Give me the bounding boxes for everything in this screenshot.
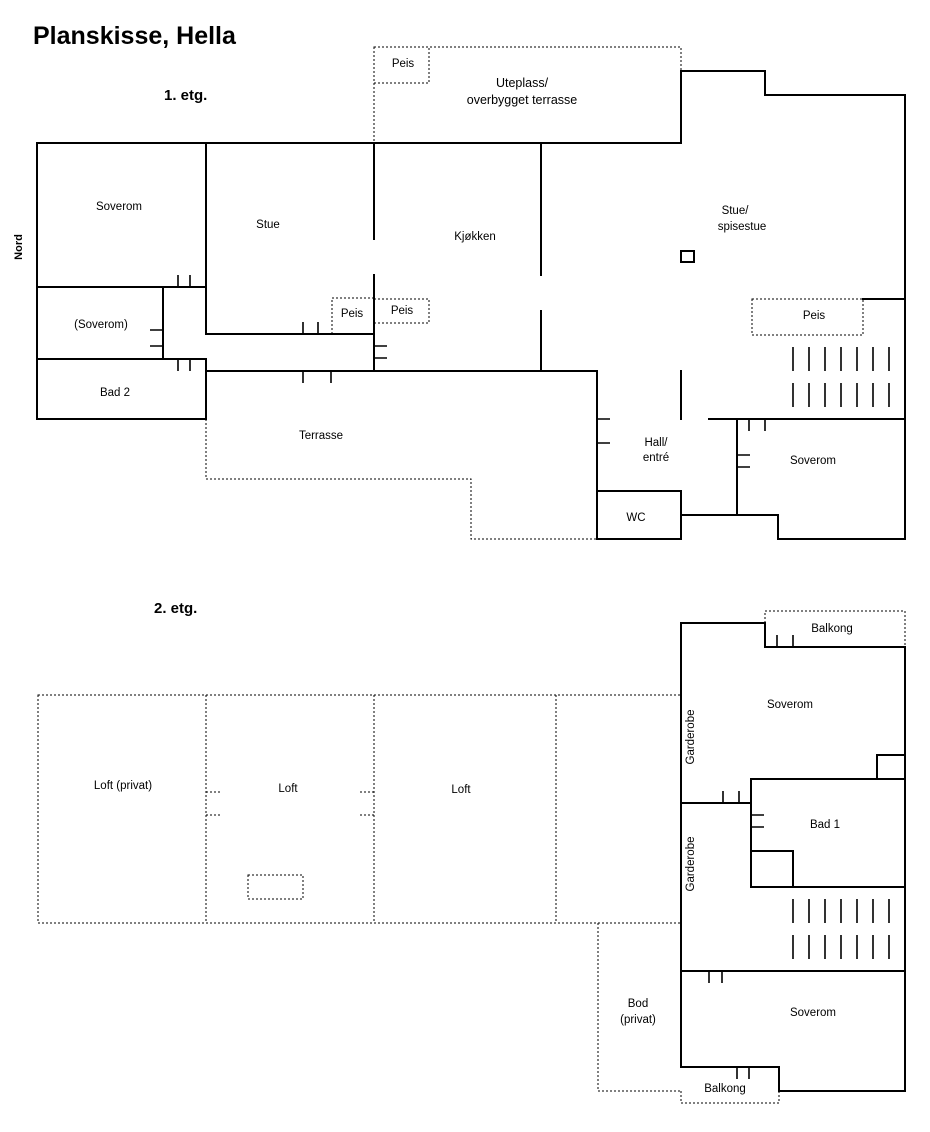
label-bod-2: (privat) [620,1014,656,1026]
label-soverom-top: Soverom [767,699,813,711]
label-loft-a: Loft [278,783,298,795]
label-hall-1: Hall/ [644,437,668,449]
label-terrasse: Terrasse [299,430,343,442]
label-balkong-bottom: Balkong [704,1083,746,1095]
label-stue-spise-1: Stue/ [722,205,750,217]
label-uteplass-1: Uteplass/ [496,76,549,90]
column-marker [680,250,695,263]
terrasse-outline [205,419,597,540]
label-kjokken: Kjøkken [454,231,496,243]
floor1-stairs [792,347,890,407]
floor1-plan: Peis Uteplass/ overbygget terrasse Sover… [36,46,906,540]
label-soverom-small: (Soverom) [74,319,128,331]
floor2-walls [680,622,906,1092]
north-indicator: Nord [13,234,25,260]
balkong-bottom-outline [680,1091,780,1104]
floor1-label: 1. etg. [164,87,207,104]
stair-hatch-outline [247,874,304,900]
label-hall-2: entré [643,452,669,464]
label-stue-spise-2: spisestue [718,221,767,233]
label-peis-a: Peis [341,308,364,320]
label-peis-terrace: Peis [392,58,415,70]
floor1-walls [36,70,906,540]
label-soverom-se: Soverom [790,455,836,467]
loft-door-marks [206,791,374,816]
floor2-door-ticks [708,635,794,1079]
label-stue: Stue [256,219,280,231]
bod-outline [597,923,681,1092]
label-uteplass-2: overbygget terrasse [467,93,578,107]
label-bad2: Bad 2 [100,387,130,399]
peis-c-outline [751,298,864,336]
label-peis-c: Peis [803,310,826,322]
label-bad1: Bad 1 [810,819,840,831]
label-peis-b: Peis [391,305,414,317]
loft-outline [37,694,682,924]
floor2-stairs [792,899,890,959]
label-balkong-top: Balkong [811,623,853,635]
peis-terrace-outline [373,46,430,84]
floor2-label: 2. etg. [154,600,197,617]
label-loft-privat: Loft (privat) [94,780,152,792]
label-wc: WC [626,512,645,524]
label-loft-b: Loft [451,784,471,796]
floor1-door-ticks [150,275,766,468]
label-garderobe-mid: Garderobe [685,837,697,892]
label-soverom-bottom: Soverom [790,1007,836,1019]
plan-title: Planskisse, Hella [33,22,237,50]
floor2-plan: Balkong Loft (privat) Loft Loft Soverom … [37,610,906,1104]
label-soverom-nw: Soverom [96,201,142,213]
label-garderobe-top: Garderobe [685,710,697,765]
label-bod-1: Bod [628,998,648,1010]
